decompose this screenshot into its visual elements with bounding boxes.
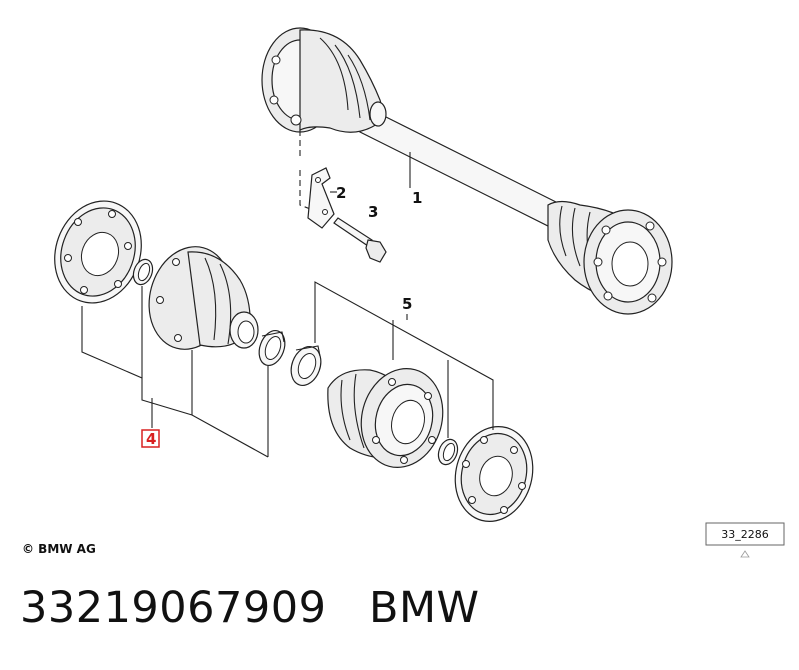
callout-4: 4 (146, 430, 156, 448)
callout-4-highlight-box (141, 429, 160, 448)
callout-3: 3 (368, 203, 378, 221)
leader-lines-kit-5 (314, 281, 494, 438)
part-number-footer: 33219067909 BMW (20, 583, 480, 633)
leader-lines-upper (299, 130, 411, 213)
callout-2: 2 (336, 184, 346, 202)
lock-plate-part-2 (307, 167, 335, 229)
brand-name: BMW (368, 583, 480, 633)
drive-shaft-assembly (261, 27, 673, 315)
leader-lines-kit-4 (81, 286, 269, 458)
cv-joint-boot-right (327, 368, 444, 468)
cv-joint-boot-left (148, 246, 259, 350)
circlip-left (132, 258, 154, 286)
reference-code: 33_2286 (721, 528, 769, 541)
copyright-notice: © BMW AG (22, 542, 96, 556)
circlip-right (437, 438, 459, 466)
flange-plate-right (454, 426, 534, 522)
hose-clamp-small (258, 329, 286, 367)
part-number: 33219067909 (20, 583, 327, 633)
flange-plate-left (54, 200, 142, 304)
callout-5: 5 (402, 295, 412, 313)
reference-code-box: 33_2286 (705, 522, 785, 558)
hose-clamp-large (290, 345, 322, 386)
callout-1: 1 (412, 189, 422, 207)
bolt-part-3 (333, 217, 387, 263)
